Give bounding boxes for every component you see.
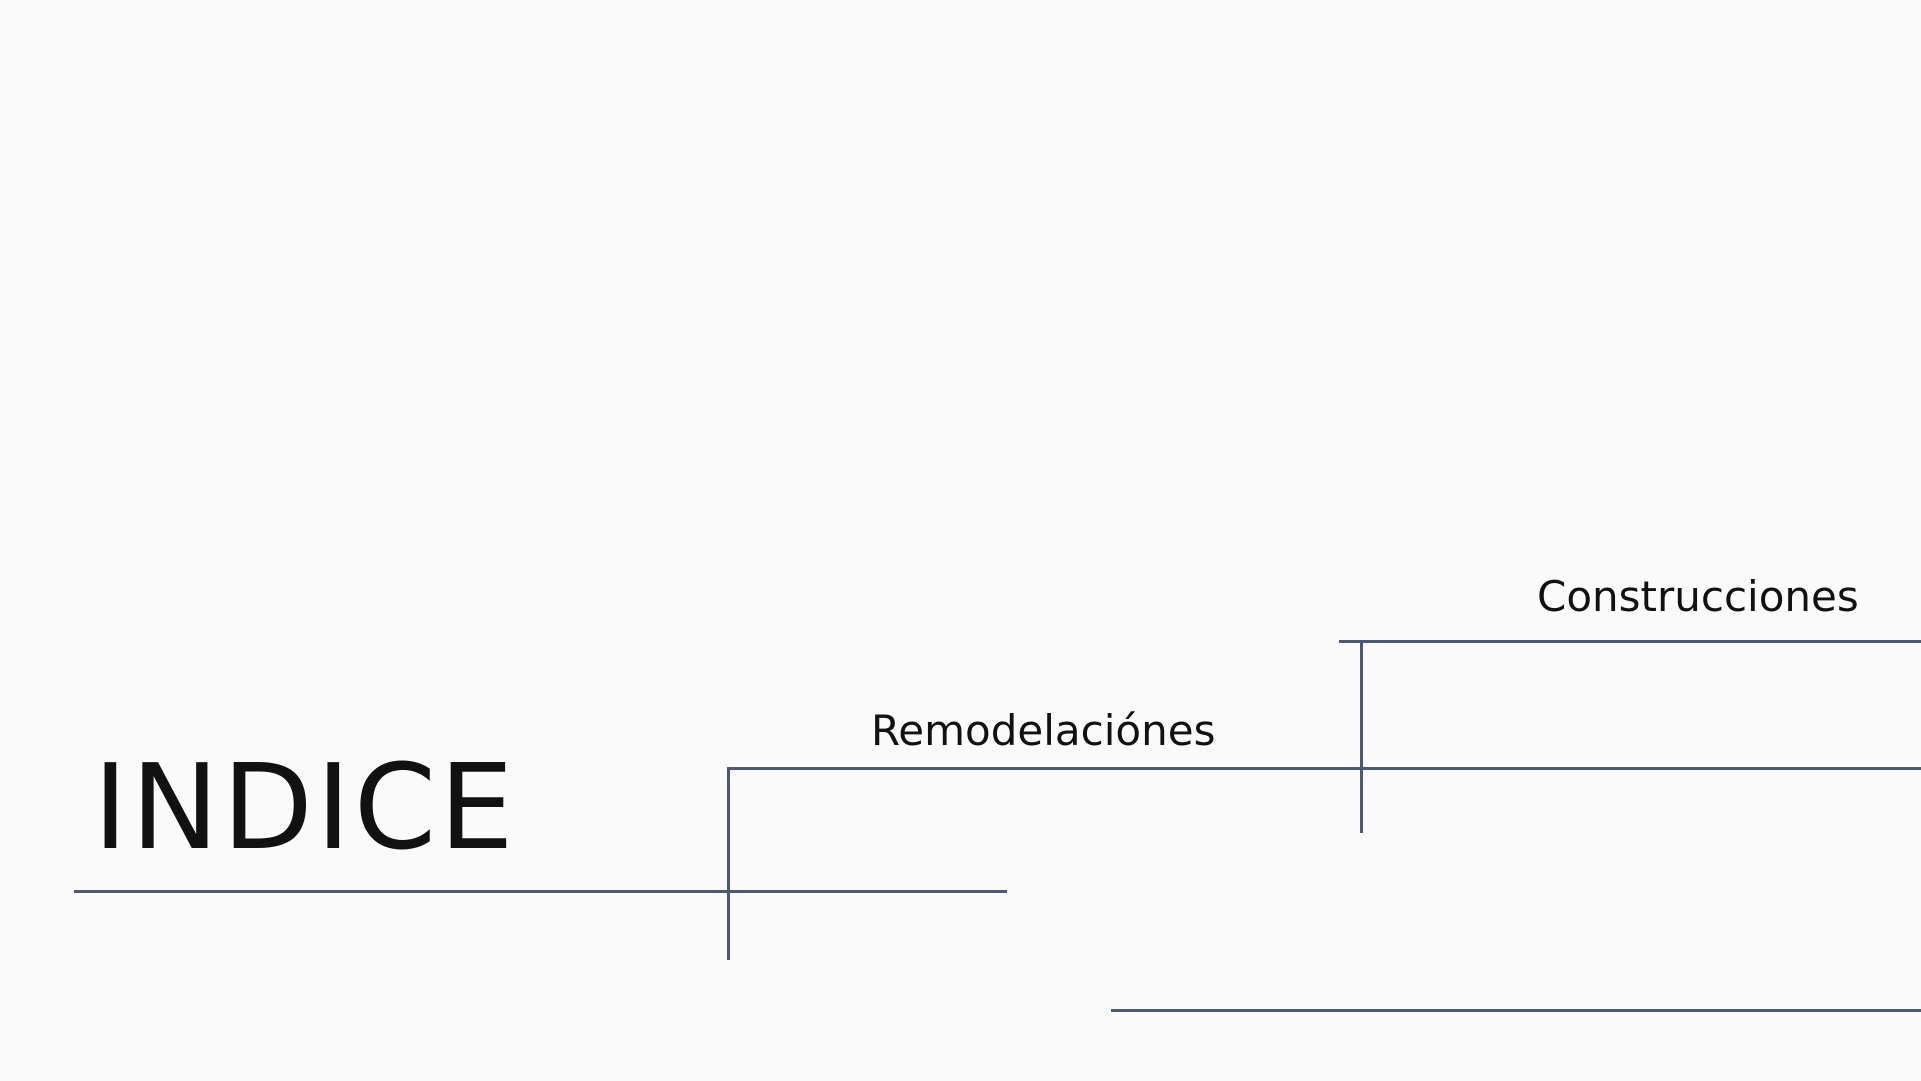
remodelaciones-connector-vertical	[727, 768, 730, 960]
index-item-remodelaciones[interactable]: Remodelaciónes	[871, 706, 1216, 755]
slide-title: INDICE	[93, 738, 517, 876]
remodelaciones-line	[727, 767, 1921, 770]
title-underline	[74, 890, 1007, 893]
bottom-decorative-line	[1111, 1009, 1921, 1012]
construcciones-connector-vertical	[1360, 641, 1363, 833]
index-item-construcciones[interactable]: Construcciones	[1537, 572, 1859, 621]
construcciones-line	[1339, 640, 1921, 643]
